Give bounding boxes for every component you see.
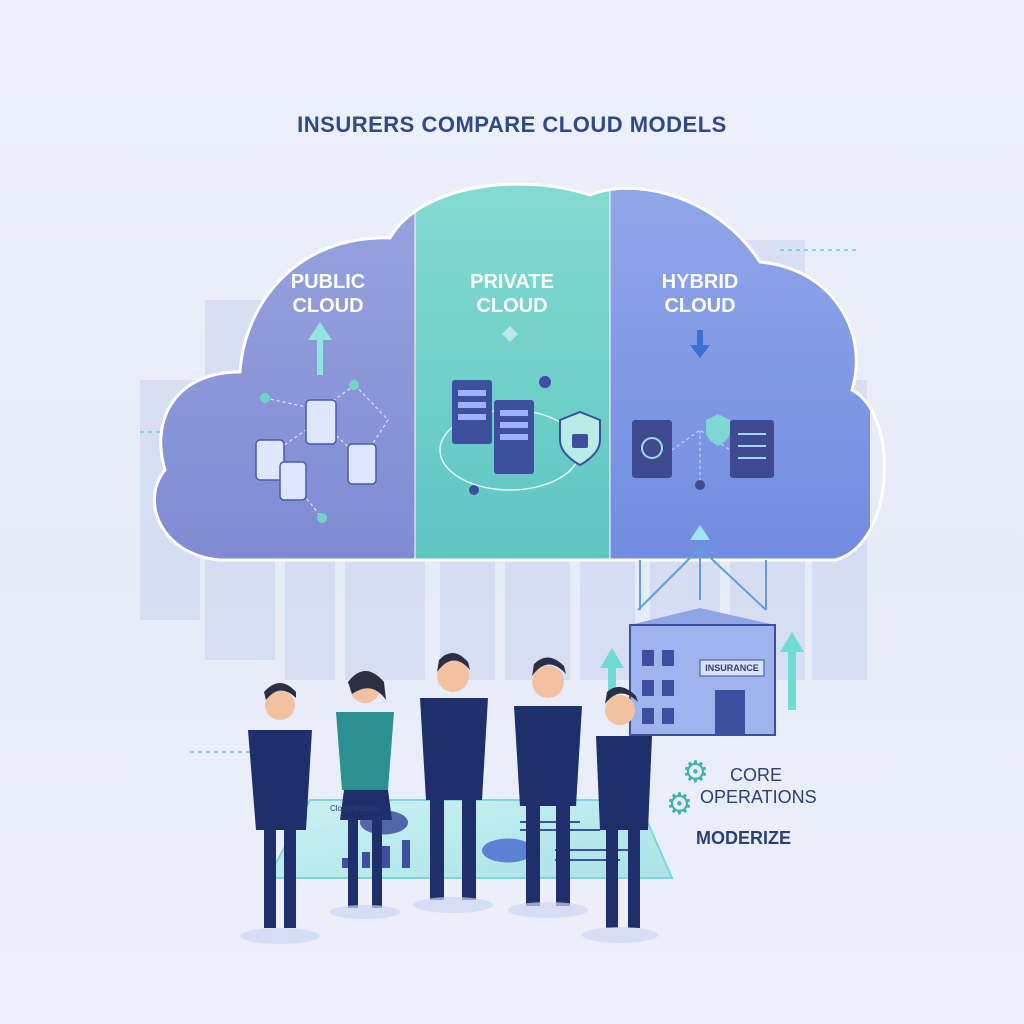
gear-icon: ⚙ [666, 788, 693, 821]
hanging-cables [637, 547, 767, 611]
business-people [240, 652, 658, 944]
building-sign: INSURANCE [705, 663, 759, 673]
private-cloud-servers [439, 326, 601, 495]
table-header-text: Cloud Models [330, 804, 379, 813]
insurance-building [600, 608, 804, 736]
gear-icon: ⚙ [682, 756, 709, 789]
core-operations-label: CORE OPERATIONS [700, 765, 817, 807]
page-title: INSURERS COMPARE CLOUD MODELS [297, 112, 727, 137]
public-cloud-network [255, 322, 389, 523]
hybrid-cloud-devices [632, 330, 774, 490]
cloud-shape [154, 184, 870, 560]
moderize-label: MODERIZE [696, 828, 792, 848]
